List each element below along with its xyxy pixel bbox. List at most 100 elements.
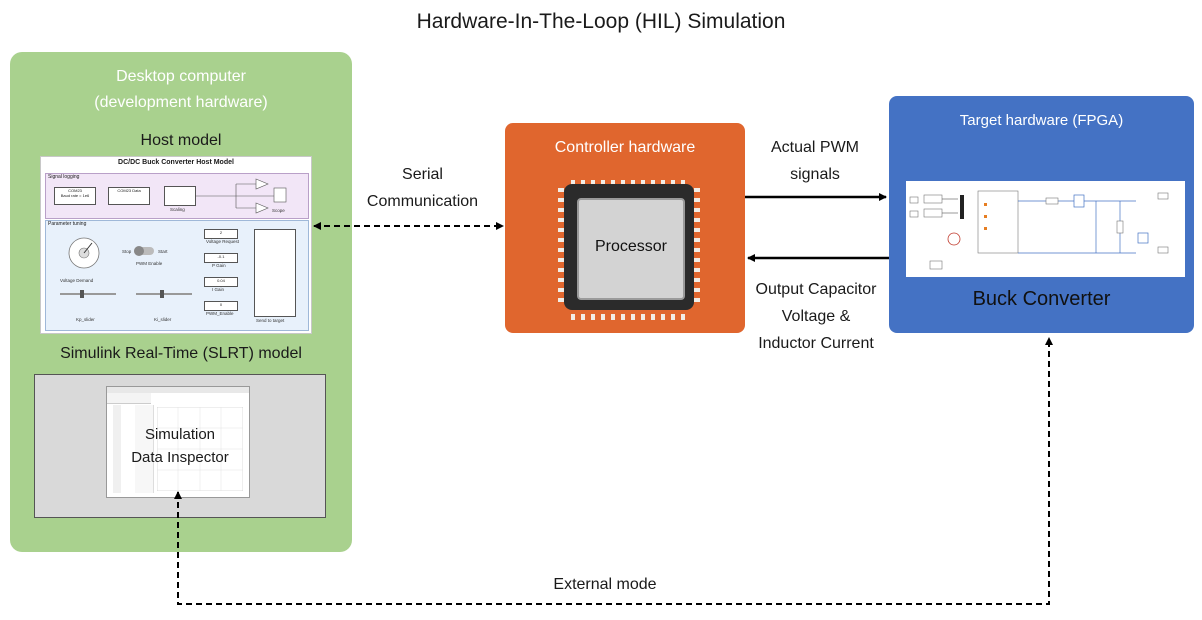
processor-pin [694, 278, 700, 282]
parameter-tuning-panel: Parameter tuning Voltage Demand Stop Sta… [45, 220, 309, 331]
desktop-title-line2: (development hardware) [94, 94, 268, 111]
ki-slider-thumb [160, 290, 164, 298]
desktop-title: Desktop computer (development hardware) [10, 64, 352, 116]
start-label: Start [158, 249, 168, 254]
com-block: COM23 Baud rate = 1e6 [54, 187, 96, 205]
processor-pin [581, 314, 585, 320]
pwm-signals-label: Actual PWM signals [745, 134, 885, 188]
processor-pin [558, 188, 564, 192]
logging-wires [196, 178, 287, 214]
output-feedback-label: Output Capacitor Voltage & Inductor Curr… [736, 276, 896, 357]
processor-pin [631, 180, 635, 186]
serial-label-line2: Communication [366, 193, 479, 210]
controller-title: Controller hardware [554, 139, 696, 156]
scope-label: Scope [272, 208, 285, 213]
processor-pin [601, 314, 605, 320]
processor-pin [671, 314, 675, 320]
pwm-label-line2: signals [790, 166, 840, 183]
i-gain-value: 0.04 [204, 277, 238, 287]
send-to-target-label: Send to target [256, 318, 285, 323]
output-label-line1: Output Capacitor [755, 281, 877, 298]
serial-label-line1: Serial [402, 166, 443, 183]
processor-pin [694, 198, 700, 202]
ki-slider-label: Ki_slider [154, 317, 172, 322]
processor-pin [591, 180, 595, 186]
processor-pin [641, 180, 645, 186]
processor-pin [571, 180, 575, 186]
processor-pin [558, 248, 564, 252]
processor-pin [694, 218, 700, 222]
processor-pin [694, 258, 700, 262]
processor-pin [558, 288, 564, 292]
processor-pin [611, 314, 615, 320]
serial-communication-label: Serial Communication [345, 161, 500, 215]
processor-pin [694, 298, 700, 302]
processor-pin [671, 180, 675, 186]
processor-pin [651, 314, 655, 320]
processor-pin [694, 288, 700, 292]
parameter-tuning-label: Parameter tuning [48, 221, 87, 227]
processor-pin [694, 238, 700, 242]
processor-pin [558, 218, 564, 222]
kp-slider-track [60, 293, 116, 295]
processor-pin [694, 228, 700, 232]
processor-pin [581, 180, 585, 186]
pwm-enable-label: PWM Enable [136, 261, 163, 266]
voltage-demand-label: Voltage Demand [60, 278, 94, 283]
target-title: Target hardware (FPGA) [959, 112, 1124, 129]
signal-logging-panel: Signal logging COM23 Baud rate = 1e6 COM… [45, 173, 309, 219]
processor-pin [694, 248, 700, 252]
processor-pin [681, 314, 685, 320]
host-model-screenshot: DC/DC Buck Converter Host Model Signal l… [40, 156, 312, 334]
processor-pin [651, 180, 655, 186]
host-model-heading: DC/DC Buck Converter Host Model [118, 159, 234, 166]
send-to-target-block [254, 229, 296, 317]
processor-pin [694, 268, 700, 272]
diagram-title: Hardware-In-The-Loop (HIL) Simulation [416, 10, 786, 33]
pwm-label-line1: Actual PWM [770, 139, 859, 156]
processor-pin [661, 180, 665, 186]
processor-pin [558, 208, 564, 212]
processor-pin [621, 180, 625, 186]
buck-schematic-drawing [909, 190, 1169, 270]
host-model-label: Host model [140, 132, 222, 149]
kp-slider-thumb [80, 290, 84, 298]
signal-logging-label: Signal logging [48, 174, 80, 180]
processor-pin [558, 268, 564, 272]
processor-pin [631, 314, 635, 320]
processor-label: Processor [594, 238, 668, 255]
scaling-block [164, 186, 196, 206]
processor-pin [694, 188, 700, 192]
external-mode-arrow [174, 337, 1053, 605]
processor-die [577, 198, 685, 300]
processor-pin [558, 258, 564, 262]
i-gain-label: I Gain [212, 287, 225, 292]
buck-converter-label: Buck Converter [972, 288, 1111, 310]
stop-label: Stop [122, 249, 132, 254]
processor-pin [591, 314, 595, 320]
ki-slider-track [136, 293, 192, 295]
pwm-enable-value: 0 [204, 301, 238, 311]
processor-pin [558, 278, 564, 282]
pwm-toggle-switch [134, 246, 154, 256]
processor-pin [558, 228, 564, 232]
output-label-line3: Inductor Current [758, 335, 874, 352]
pwm-enable-const-label: PWM_Enable [206, 311, 234, 316]
processor-pin [641, 314, 645, 320]
p-gain-value: -0.1 [204, 253, 238, 263]
processor-pin [558, 238, 564, 242]
processor-pin [661, 314, 665, 320]
desktop-title-line1: Desktop computer [116, 68, 246, 85]
processor-pin [694, 208, 700, 212]
processor-pin [558, 298, 564, 302]
scaling-label: Scaling [170, 207, 185, 212]
output-label-line2: Voltage & [781, 308, 851, 325]
processor-pin [558, 198, 564, 202]
voltage-request-label: Voltage Request [206, 239, 240, 244]
external-mode-label: External mode [553, 576, 657, 593]
voltage-demand-knob [68, 237, 100, 269]
processor-pin [571, 314, 575, 320]
p-gain-label: P Gain [212, 263, 226, 268]
processor-pin [621, 314, 625, 320]
